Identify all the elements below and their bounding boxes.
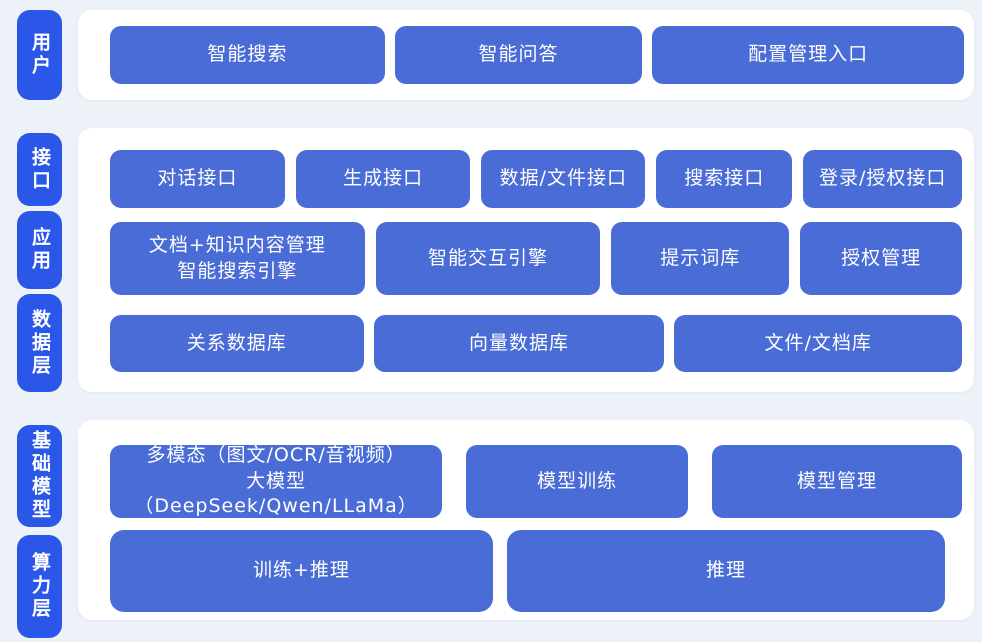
node-generation-api-label: 生成接口 [343, 167, 424, 190]
node-dialog-api-label: 对话接口 [157, 167, 238, 190]
user-layer-panel: 智能搜索 智能问答 配置管理入口 [78, 10, 974, 100]
node-smart-qa-label: 智能问答 [478, 43, 559, 66]
layer-label-compute-layer-text: 算力层 [29, 552, 51, 621]
node-login-auth-api: 登录/授权接口 [803, 150, 962, 208]
node-vector-db: 向量数据库 [373, 315, 665, 372]
node-auth-management: 授权管理 [800, 222, 962, 295]
compute-node-row: 训练+推理 推理 [110, 530, 962, 612]
node-login-auth-api-label: 登录/授权接口 [819, 167, 947, 190]
node-smart-search: 智能搜索 [110, 26, 385, 84]
foundation-model-node-row: 多模态（图文/OCR/音视频） 大模型（DeepSeek/Qwen/LLaMa）… [110, 444, 962, 518]
node-training-plus-inference-label: 训练+推理 [253, 559, 350, 582]
layer-label-interface: 接口 [17, 133, 62, 206]
node-config-mgmt-entry: 配置管理入口 [652, 26, 964, 84]
middle-layers-panel: 对话接口 生成接口 数据/文件接口 搜索接口 登录/授权接口 文档+知识内容管理 [78, 128, 974, 392]
layer-label-foundation-model: 基础模型 [17, 425, 62, 527]
layer-label-interface-text: 接口 [29, 146, 51, 193]
node-doc-knowledge-line2: 智能搜索引擎 [177, 259, 298, 282]
node-multimodal-llm-line1: 多模态（图文/OCR/音视频） [146, 444, 406, 467]
node-model-management: 模型管理 [712, 445, 962, 518]
node-prompt-library: 提示词库 [611, 222, 790, 295]
node-file-doc-store-label: 文件/文档库 [764, 331, 872, 354]
user-node-row: 智能搜索 智能问答 配置管理入口 [110, 26, 964, 84]
node-multimodal-llm: 多模态（图文/OCR/音视频） 大模型（DeepSeek/Qwen/LLaMa） [110, 444, 443, 518]
node-multimodal-llm-line2: 大模型（DeepSeek/Qwen/LLaMa） [134, 469, 418, 518]
node-config-mgmt-entry-label: 配置管理入口 [748, 43, 869, 66]
node-inference-label: 推理 [705, 559, 746, 582]
node-interaction-engine: 智能交互引擎 [375, 222, 601, 295]
node-interaction-engine-label: 智能交互引擎 [428, 246, 549, 269]
layer-label-user: 用户 [17, 10, 62, 100]
layer-label-data-layer: 数据层 [17, 294, 62, 392]
node-relational-db: 关系数据库 [110, 315, 364, 372]
node-search-api-label: 搜索接口 [684, 167, 765, 190]
node-model-training-label: 模型训练 [537, 469, 618, 492]
user-layer-labels: 用户 [17, 10, 62, 100]
node-model-training: 模型训练 [466, 445, 689, 518]
node-data-file-api-label: 数据/文件接口 [499, 167, 627, 190]
node-file-doc-store: 文件/文档库 [674, 315, 962, 372]
node-smart-search-label: 智能搜索 [207, 43, 288, 66]
node-model-management-label: 模型管理 [797, 469, 878, 492]
node-doc-knowledge-line1: 文档+知识内容管理 [148, 233, 326, 256]
bottom-layers-band: 基础模型 算力层 多模态（图文/OCR/音视频） 大模型（DeepSeek/Qw… [17, 420, 974, 642]
layer-label-foundation-model-text: 基础模型 [29, 430, 51, 522]
node-generation-api: 生成接口 [295, 150, 471, 208]
node-dialog-api: 对话接口 [110, 150, 285, 208]
layer-label-data-layer-text: 数据层 [29, 308, 51, 378]
node-auth-management-label: 授权管理 [841, 246, 922, 269]
node-training-plus-inference: 训练+推理 [110, 530, 493, 612]
data-node-row: 关系数据库 向量数据库 文件/文档库 [110, 315, 962, 372]
node-search-api: 搜索接口 [656, 150, 793, 208]
interface-node-row: 对话接口 生成接口 数据/文件接口 搜索接口 登录/授权接口 [110, 150, 962, 208]
layer-label-application-text: 应用 [29, 227, 51, 273]
node-prompt-library-label: 提示词库 [660, 246, 741, 269]
node-doc-knowledge-search-engine: 文档+知识内容管理 智能搜索引擎 [110, 222, 365, 295]
layer-label-compute-layer: 算力层 [17, 535, 62, 638]
application-node-row: 文档+知识内容管理 智能搜索引擎 智能交互引擎 提示词库 授权管理 [110, 222, 962, 295]
user-layer-band: 用户 智能搜索 智能问答 配置管理入口 [17, 10, 974, 100]
node-relational-db-label: 关系数据库 [186, 331, 287, 354]
bottom-layer-labels: 基础模型 算力层 [17, 420, 62, 642]
bottom-layers-panel: 多模态（图文/OCR/音视频） 大模型（DeepSeek/Qwen/LLaMa）… [78, 420, 974, 620]
node-vector-db-label: 向量数据库 [468, 331, 569, 354]
middle-layers-band: 接口 应用 数据层 对话接口 生成接口 数据/文件接口 [17, 128, 974, 392]
middle-layer-labels: 接口 应用 数据层 [17, 128, 62, 392]
node-data-file-api: 数据/文件接口 [481, 150, 646, 208]
layer-label-application: 应用 [17, 211, 62, 289]
node-smart-qa: 智能问答 [394, 26, 643, 84]
node-inference: 推理 [506, 530, 945, 612]
layer-label-user-text: 用户 [29, 32, 51, 78]
